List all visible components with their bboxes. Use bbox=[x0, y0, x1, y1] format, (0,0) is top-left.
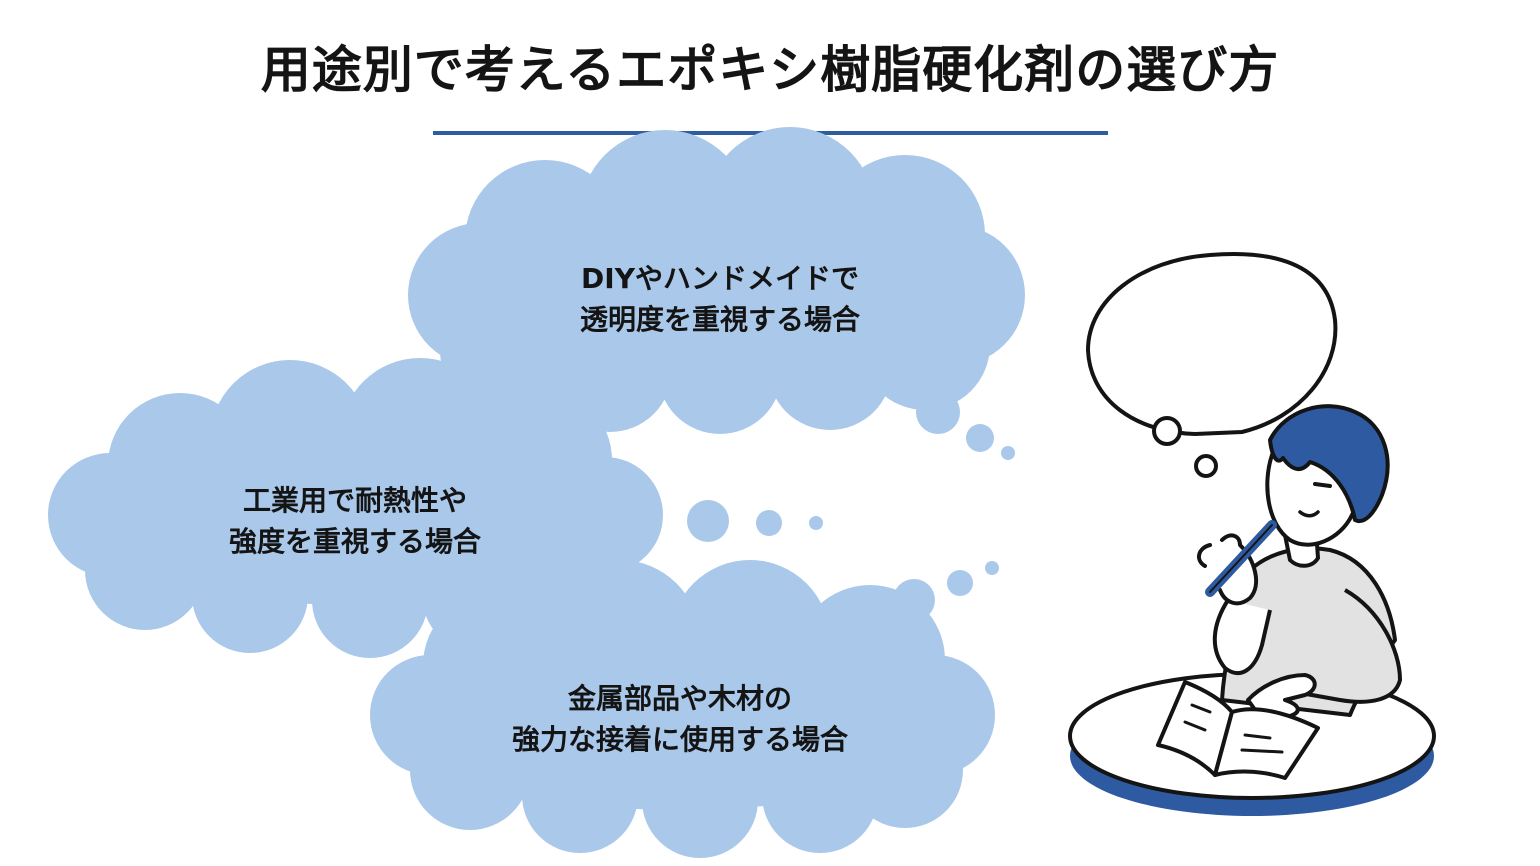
cloud-label-industrial: 工業用で耐熱性や 強度を重視する場合 bbox=[200, 480, 510, 562]
cloud-label-adhesive: 金属部品や木材の 強力な接着に使用する場合 bbox=[480, 678, 880, 760]
cloud-label-diy-line2: 透明度を重視する場合 bbox=[579, 303, 860, 336]
thought-dots-top bbox=[916, 390, 1015, 460]
cloud-label-diy: DIYやハンドメイドで 透明度を重視する場合 bbox=[560, 258, 880, 340]
cloud-label-diy-line1: DIYやハンドメイドで bbox=[581, 262, 859, 295]
cloud-label-adhesive-line2: 強力な接着に使用する場合 bbox=[511, 723, 848, 756]
thought-dots-middle bbox=[687, 500, 823, 542]
cloud-label-industrial-line1: 工業用で耐熱性や bbox=[242, 484, 467, 517]
thought-cloud-industrial bbox=[48, 358, 663, 658]
cloud-label-adhesive-line1: 金属部品や木材の bbox=[567, 682, 792, 715]
cloud-label-industrial-line2: 強度を重視する場合 bbox=[228, 525, 481, 558]
thought-cloud-adhesive bbox=[370, 560, 995, 858]
thought-cloud-diy bbox=[408, 127, 1025, 434]
person-illustration bbox=[1197, 404, 1402, 718]
empty-thought-bubble bbox=[1085, 251, 1338, 478]
thought-dots-bottom bbox=[893, 561, 999, 621]
page-title: 用途別で考えるエポキシ樹脂硬化剤の選び方 bbox=[260, 41, 1280, 99]
open-notebook bbox=[1156, 680, 1320, 780]
